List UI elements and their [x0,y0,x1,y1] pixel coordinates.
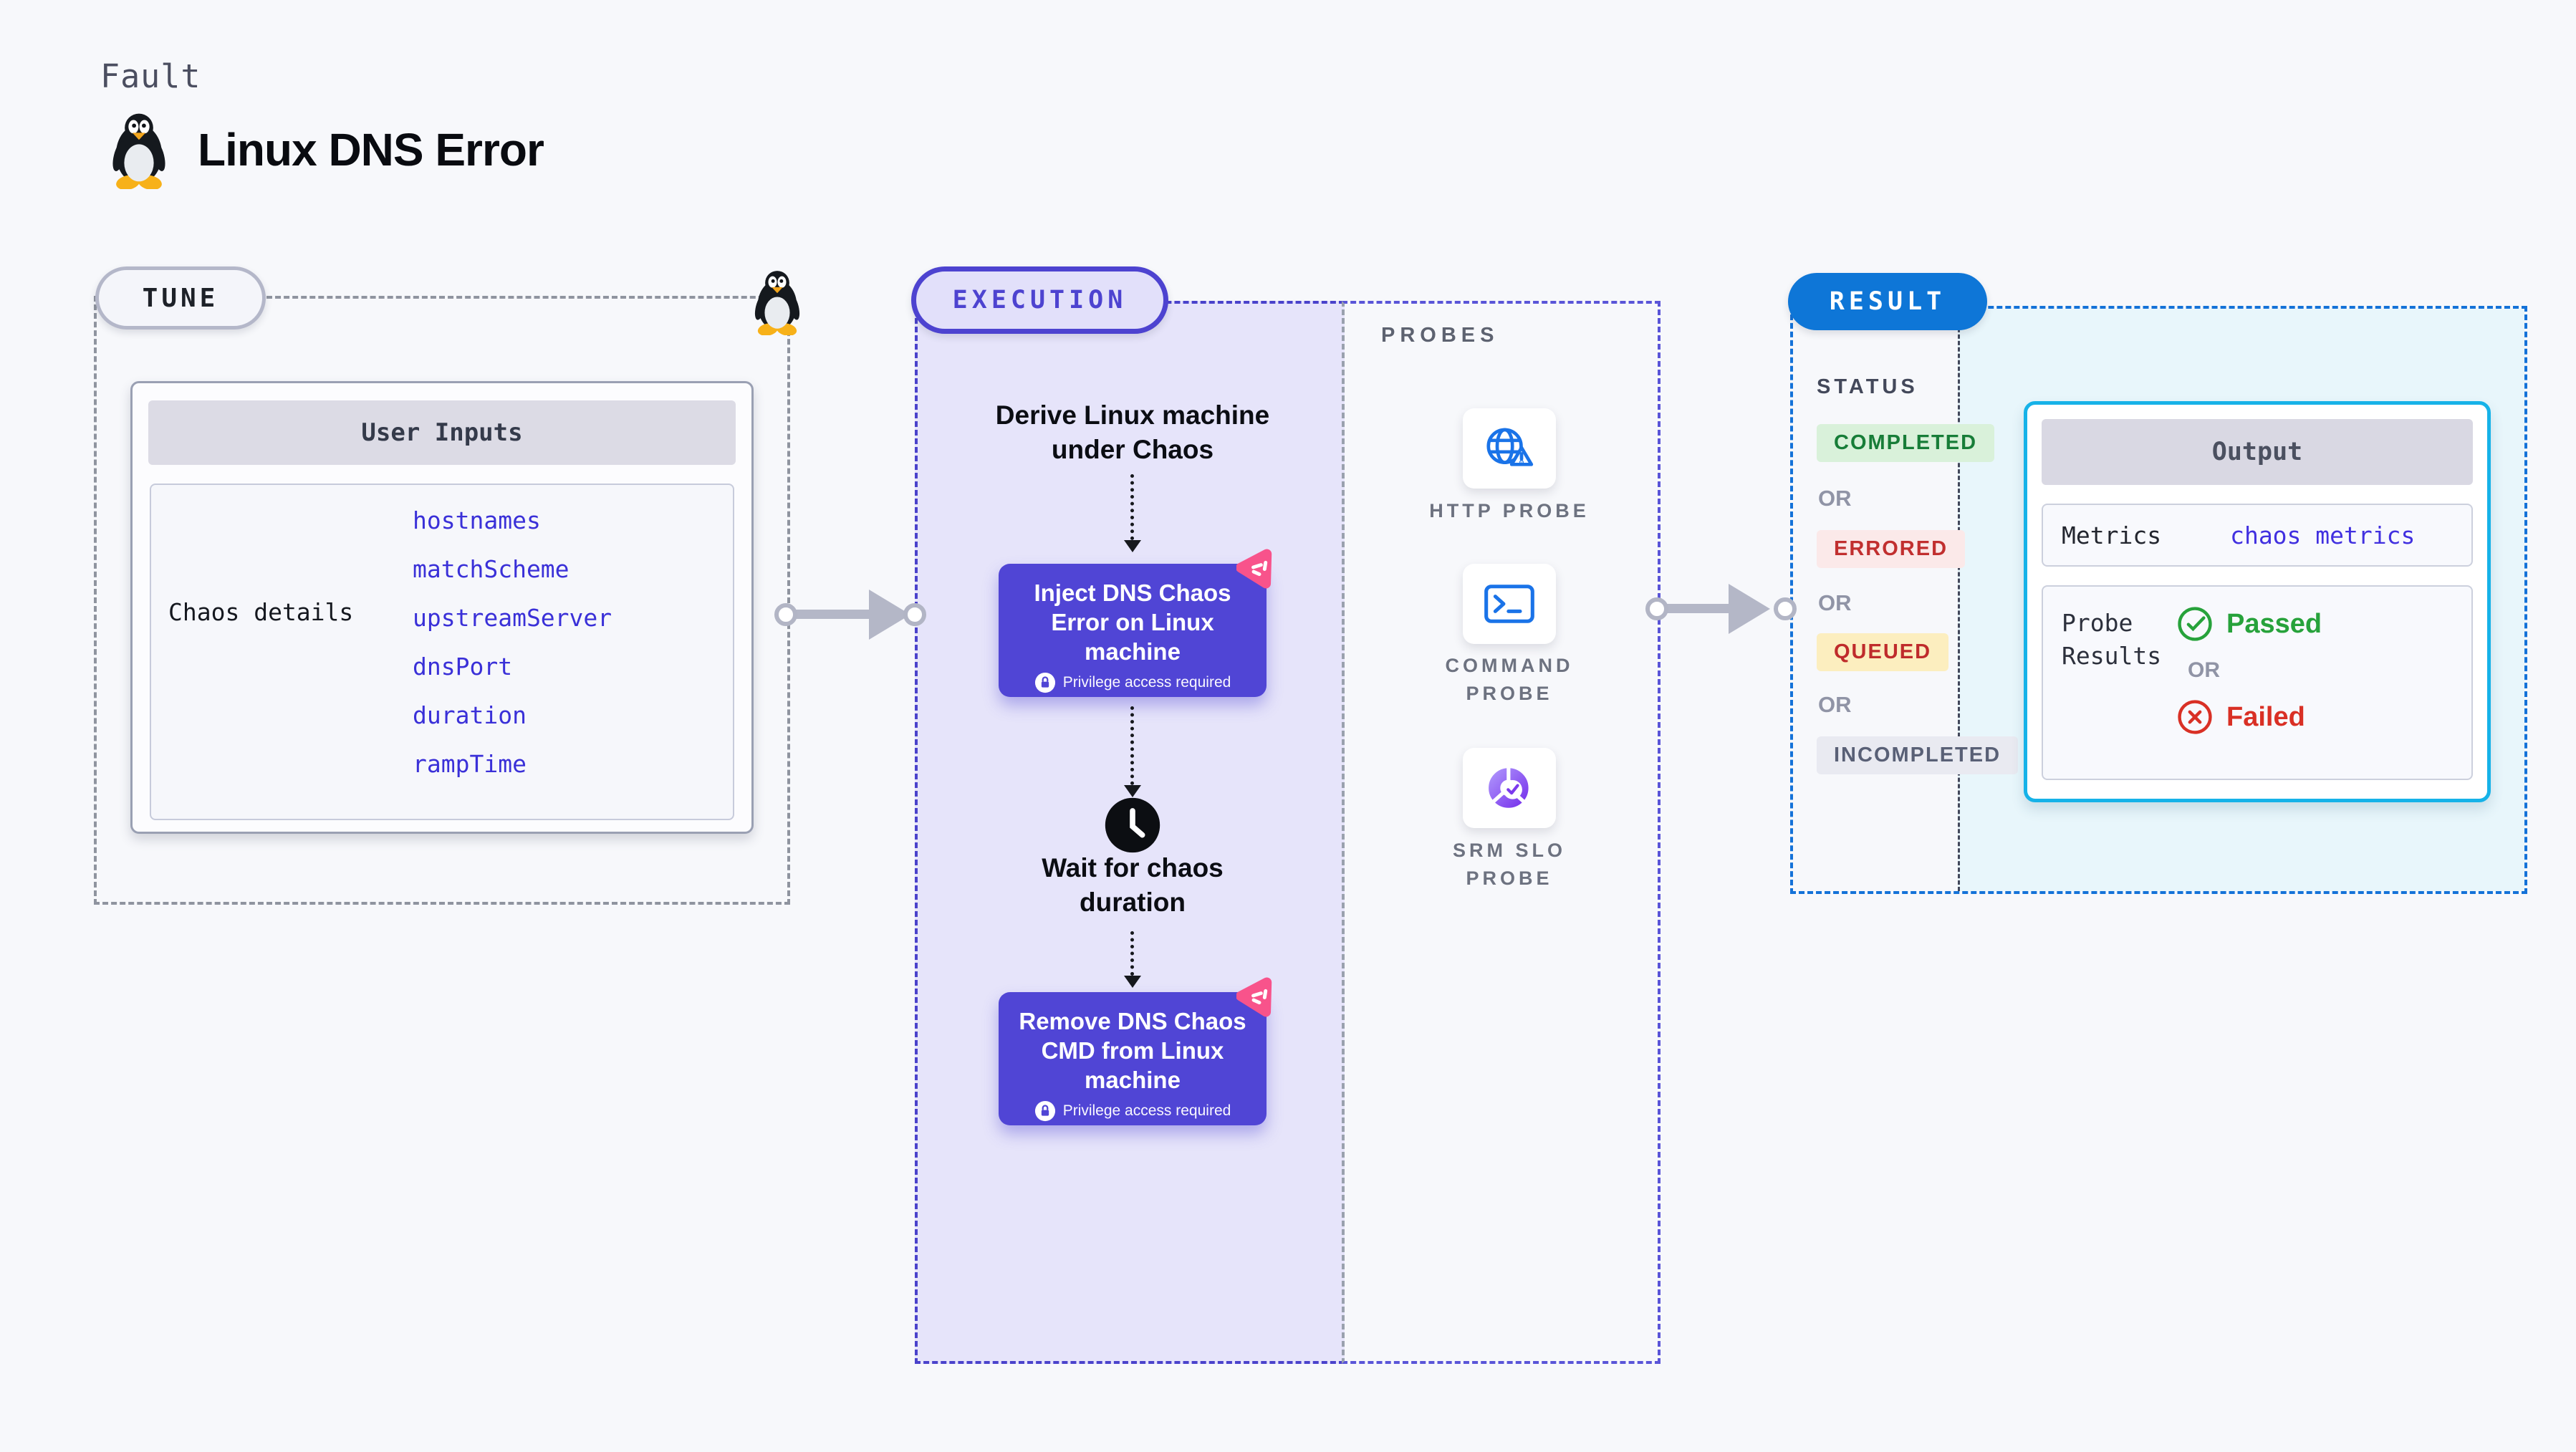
dotted-arrow [1130,706,1134,785]
http-probe-card [1463,408,1556,489]
command-probe-card [1463,564,1556,644]
status-title: STATUS [1817,375,1918,398]
connector-dot [1645,597,1668,620]
user-inputs-title: User Inputs [148,400,736,465]
remove-chaos-node: Remove DNS Chaos CMD from Linux machine … [999,992,1267,1125]
derive-step-label: Derive Linux machine under Chaos [995,400,1270,464]
fault-kicker: Fault [100,57,201,95]
arrow-right-icon [1729,584,1770,634]
failed-label: Failed [2226,701,2305,732]
probe-results-label: Probe Results [2062,609,2162,670]
chaos-details-label: Chaos details [168,598,354,626]
input-value: rampTime [413,750,527,778]
tux-icon-small [754,271,800,335]
x-circle-icon [2178,700,2212,734]
user-inputs-table: Chaos details hostnames matchScheme upst… [150,484,734,820]
arrow-line [792,610,875,619]
probes-section-box [1342,301,1661,1364]
or-label: OR [1818,486,1852,511]
passed-row: Passed [2176,605,2322,643]
terminal-icon [1484,585,1534,623]
page-title: Linux DNS Error [198,124,544,176]
status-badge-queued: QUEUED [1817,633,1949,671]
output-title: Output [2042,419,2473,485]
metrics-row: Metrics chaos metrics [2042,504,2473,567]
connector-dot [903,603,926,626]
status-badge-incompleted: INCOMPLETED [1817,736,2019,774]
chaos-logo-icon [1236,977,1272,1017]
dotted-arrowhead-icon [1124,785,1141,797]
privilege-row: Privilege access required [1017,672,1248,693]
srm-slo-probe-label: SRM SLO PROBE [1452,840,1566,889]
remove-chaos-label: Remove DNS Chaos CMD from Linux machine [1019,1008,1246,1093]
globe-alert-icon [1486,428,1534,466]
tune-section-box [94,296,790,905]
dotted-arrow [1130,474,1134,540]
clock-icon [1105,797,1160,853]
privilege-label: Privilege access required [1062,674,1231,691]
dotted-arrowhead-icon [1124,976,1141,988]
arrow-line [1663,604,1734,613]
privilege-row: Privilege access required [1017,1100,1248,1122]
probe-results-row: Probe Results Passed OR Failed [2042,585,2473,780]
connector-dot [1774,597,1797,620]
passed-label: Passed [2226,608,2322,639]
lock-icon [1034,672,1055,693]
privilege-label: Privilege access required [1062,1102,1231,1119]
page-title-row: Linux DNS Error [106,107,544,192]
tune-badge: TUNE [95,266,266,330]
lock-icon [1034,1100,1055,1122]
or-label: OR [1818,692,1852,717]
output-card: Output Metrics chaos metrics Probe Resul… [2024,401,2491,802]
input-value: hostnames [413,506,541,534]
or-label: OR [1818,590,1852,615]
donut-slo-icon [1489,766,1529,808]
dotted-arrow [1130,931,1134,976]
chaos-logo-icon [1236,549,1272,589]
input-value: duration [413,701,527,729]
inject-chaos-node: Inject DNS Chaos Error on Linux machine … [999,564,1267,697]
wait-step-label: Wait for chaos duration [1042,853,1224,917]
command-probe-label: COMMAND PROBE [1445,655,1574,704]
metrics-label: Metrics [2062,521,2162,549]
status-badge-errored: ERRORED [1817,530,1966,568]
dotted-arrowhead-icon [1124,540,1141,552]
input-value: upstreamServer [413,604,612,632]
check-circle-icon [2178,607,2212,641]
execution-badge: EXECUTION [911,266,1168,334]
chaos-details-values: hostnames matchScheme upstreamServer dns… [413,496,612,789]
failed-row: Failed [2176,698,2322,736]
connector-dot [774,603,797,626]
input-value: matchScheme [413,555,569,583]
status-badge-completed: COMPLETED [1817,424,1995,462]
user-inputs-card: User Inputs Chaos details hostnames matc… [130,381,754,834]
http-probe-label: HTTP PROBE [1429,500,1590,521]
srm-slo-probe-card [1463,748,1556,828]
inject-chaos-label: Inject DNS Chaos Error on Linux machine [1034,580,1231,665]
input-value: dnsPort [413,653,513,681]
or-label: OR [2188,658,2220,682]
probes-title: PROBES [1381,324,1499,347]
probe-results-values: Passed OR Failed [2176,605,2322,736]
tux-icon [112,113,165,189]
metrics-value: chaos metrics [2230,521,2416,549]
result-badge: RESULT [1788,273,1987,330]
